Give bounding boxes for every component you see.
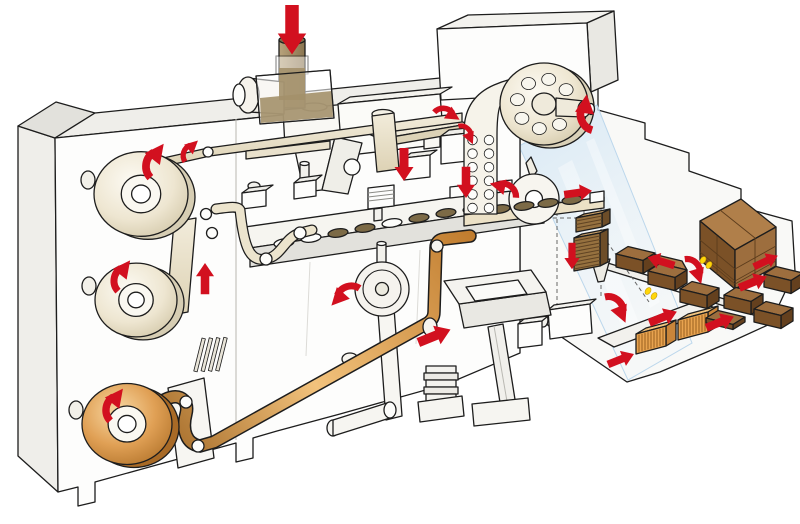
- carton-closed: [763, 265, 800, 295]
- foil-roller: [430, 239, 444, 253]
- dancer-loop-web: [211, 203, 317, 264]
- hmi-panel: [443, 269, 552, 427]
- stack-stripe: [573, 253, 601, 259]
- blister-stack-layer: [573, 208, 611, 272]
- dancer-roller: [259, 252, 273, 266]
- roll-core: [127, 291, 145, 309]
- sensor-dot: [705, 261, 713, 269]
- deduster-wheel: [508, 156, 560, 225]
- carton-front: [679, 288, 708, 310]
- drum-hub: [531, 92, 557, 116]
- carton-magazine: [699, 198, 777, 290]
- static-brush-comb: [193, 336, 228, 373]
- web-hole: [483, 161, 495, 173]
- stack-side: [601, 208, 611, 228]
- web-hole: [467, 202, 478, 214]
- foil-roller: [179, 395, 193, 409]
- forming-web-drop: [371, 112, 400, 173]
- blister-stack: [575, 208, 611, 233]
- hmi-foot: [471, 397, 531, 427]
- stack-front: [575, 212, 603, 233]
- roll-core: [117, 414, 137, 434]
- bellows-column: [417, 365, 465, 423]
- feeder-housing: [232, 68, 335, 125]
- stack-stripe: [573, 263, 601, 270]
- carton-closed: [679, 280, 720, 310]
- transfer-end-stop: [589, 190, 605, 204]
- stack-stripe: [573, 246, 601, 252]
- web-hole: [467, 148, 478, 159]
- stack-stripe: [575, 222, 603, 229]
- roll-core: [130, 184, 152, 204]
- carton-closed: [723, 286, 764, 316]
- carton-front: [763, 273, 792, 295]
- stack-stripe: [573, 235, 601, 242]
- handwheel: [354, 240, 410, 317]
- empty-blister-pocket: [381, 217, 403, 229]
- transfer-block: [517, 315, 549, 349]
- stack-stripe: [573, 260, 601, 266]
- panel-seam: [305, 261, 311, 357]
- stack-stripe: [573, 242, 601, 249]
- filled-blister-pocket: [537, 197, 559, 209]
- roll-axle-stub: [68, 400, 84, 420]
- drum-hole: [521, 77, 536, 90]
- web-hole: [483, 134, 495, 146]
- leaflet-stack: [635, 319, 677, 355]
- dancer-roller: [293, 226, 307, 240]
- hmi-arm-seam: [493, 325, 510, 414]
- leaflet-stack-layer: [635, 305, 719, 355]
- film-webs: [149, 108, 463, 317]
- hopper-side: [321, 136, 363, 195]
- drum-hole: [558, 83, 574, 97]
- stack-stripe: [573, 256, 601, 263]
- carton-closed: [753, 300, 794, 330]
- web-hole: [483, 189, 495, 200]
- carton-front: [615, 253, 644, 275]
- guide-roller: [205, 226, 219, 240]
- embossing-station: [367, 184, 395, 222]
- web-hole: [483, 202, 495, 214]
- station-block: [293, 160, 323, 200]
- roll-axle-stub: [80, 170, 96, 190]
- filled-blister-pocket: [408, 212, 430, 224]
- filled-blister-pocket: [327, 227, 349, 239]
- stack-stripe: [575, 215, 603, 222]
- carton-front: [753, 308, 782, 330]
- foil-web: [151, 229, 477, 469]
- roll-axle-stub: [81, 276, 97, 296]
- carton-front: [723, 294, 752, 316]
- carton-front: [647, 270, 676, 292]
- filled-blister-pocket: [354, 222, 376, 234]
- sensor-dot-layer: [644, 256, 713, 300]
- filled-blister-pocket: [435, 207, 457, 219]
- sensor-dot: [644, 287, 652, 295]
- hmi-screen: [465, 279, 528, 302]
- deck-stations: [241, 125, 605, 317]
- stack-stripe: [573, 249, 601, 256]
- drum-hole: [552, 118, 567, 131]
- product-heap: [260, 91, 333, 123]
- left-side-face: [17, 125, 59, 493]
- guide-roller: [202, 146, 214, 158]
- stack-side: [599, 228, 609, 267]
- sensor-dot: [650, 292, 658, 300]
- foil-roller: [191, 439, 205, 453]
- guide-roller: [199, 207, 213, 221]
- stack-stripe: [573, 239, 601, 245]
- hopper-porthole: [343, 158, 361, 176]
- infeed-guide-bar: [245, 140, 331, 160]
- stack-stripe: [575, 219, 603, 225]
- sensor-dot: [699, 256, 707, 264]
- filled-blister-pocket: [513, 200, 535, 212]
- drum-hole: [514, 111, 530, 125]
- drum-hole: [531, 122, 547, 136]
- shaft-cap: [383, 401, 397, 419]
- station-block: [241, 181, 274, 210]
- drum-hole: [510, 93, 525, 107]
- drum-hole: [541, 72, 557, 86]
- web-hole: [483, 148, 495, 159]
- blister-stack: [573, 228, 609, 272]
